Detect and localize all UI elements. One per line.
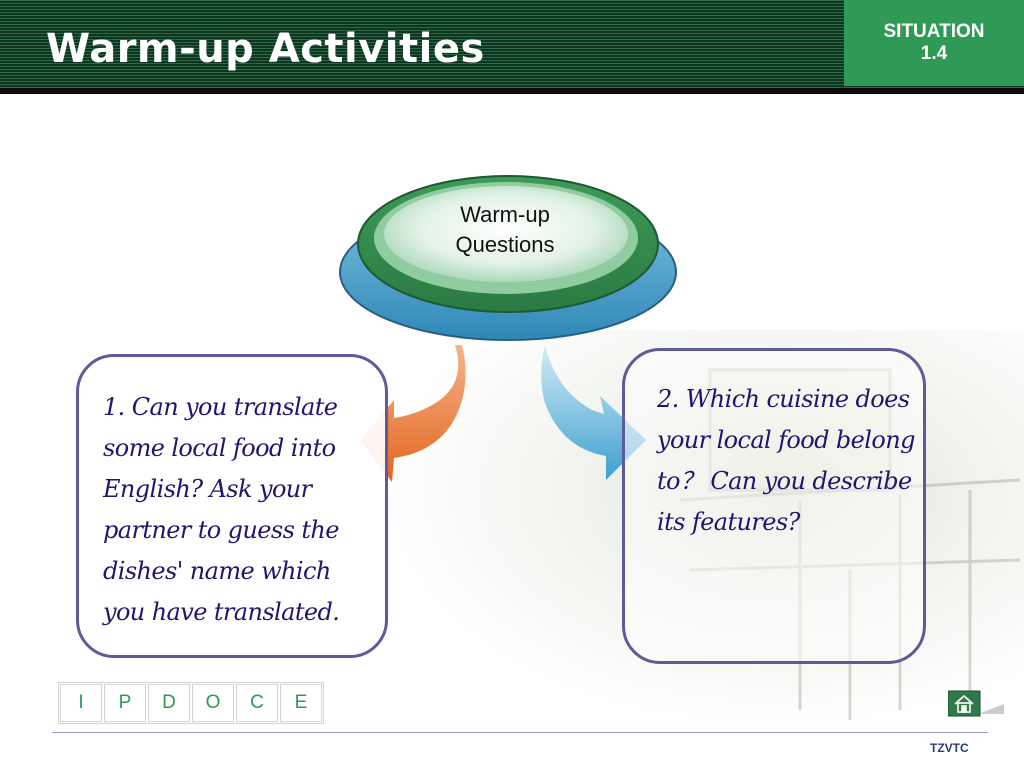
nav-item-c[interactable]: C	[236, 684, 278, 722]
situation-label: SITUATION	[883, 21, 985, 42]
nav-item-i[interactable]: I	[60, 684, 102, 722]
footer-divider	[52, 732, 988, 733]
center-label-line1: Warm-up	[460, 202, 550, 227]
home-button[interactable]	[947, 690, 1004, 718]
home-icon	[954, 694, 974, 713]
question-2-text: 2. Which cuisine does your local food be…	[657, 385, 915, 536]
page-title: Warm-up Activities	[46, 26, 485, 72]
header-divider	[0, 88, 1024, 94]
nav-item-e[interactable]: E	[280, 684, 322, 722]
footer-label: TZVTC	[930, 741, 969, 755]
question-box-2: 2. Which cuisine does your local food be…	[622, 348, 926, 664]
nav-item-p[interactable]: P	[104, 684, 146, 722]
nav-item-o[interactable]: O	[192, 684, 234, 722]
question-1-text: 1. Can you translate some local food int…	[103, 393, 340, 626]
ipdoce-nav: I P D O C E	[58, 682, 324, 724]
question-box-1: 1. Can you translate some local food int…	[76, 354, 388, 658]
situation-number: 1.4	[920, 43, 948, 64]
center-oval-label: Warm-up Questions	[405, 200, 605, 260]
center-oval	[338, 160, 678, 345]
nav-item-d[interactable]: D	[148, 684, 190, 722]
situation-badge: SITUATION 1.4	[844, 0, 1024, 86]
center-label-line2: Questions	[455, 232, 555, 257]
